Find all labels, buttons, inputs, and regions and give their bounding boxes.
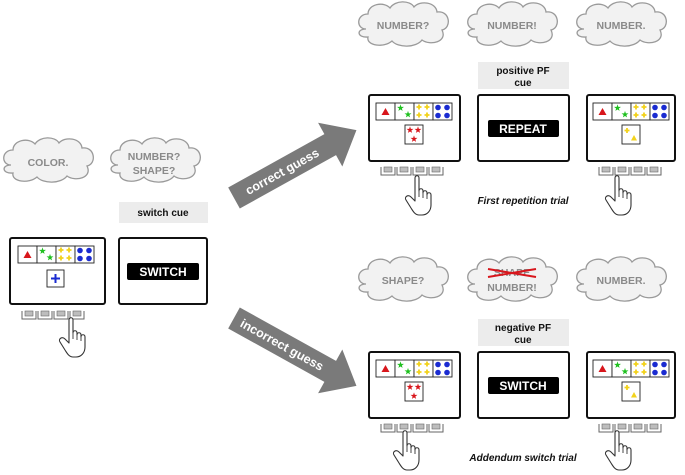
cue-word: SWITCH [499, 379, 546, 393]
cloud-text: COLOR. [28, 157, 69, 169]
top-cloud-3: NUMBER. [576, 1, 667, 47]
arrow-correct-guess: correct guess [228, 122, 357, 209]
cloud-text: NUMBER! [487, 282, 537, 294]
hand-pointer-icon [604, 175, 632, 216]
cloud-text-line-2: SHAPE? [133, 165, 176, 177]
left-stimulus-screen [9, 237, 106, 305]
hand-pointer-icon [604, 430, 632, 471]
top-stimulus-screen-1 [368, 94, 461, 162]
bottom-cloud-1: SHAPE? [358, 256, 449, 302]
left-thought-cloud-color: COLOR. [3, 137, 94, 183]
response-keys-icon [380, 166, 444, 176]
negative-pf-cue-panel: negative PF cue SWITCH [477, 319, 570, 419]
bottom-cloud-2: SHAPE NUMBER! [467, 256, 558, 302]
plus-icon [51, 274, 60, 283]
cue-label-line-1: positive PF [496, 66, 549, 77]
bottom-stimulus-screen-1 [368, 351, 461, 419]
cue-label-line-2: cue [514, 78, 532, 89]
hand-pointer-icon [58, 317, 86, 358]
response-keys-icon [598, 423, 662, 433]
top-cloud-2: NUMBER! [467, 1, 558, 47]
cue-label: switch cue [137, 208, 189, 219]
arrow-incorrect-guess: incorrect guess [228, 307, 357, 394]
top-stimulus-screen-2 [586, 94, 676, 162]
bottom-stimulus-screen-2 [586, 351, 676, 419]
cloud-text: NUMBER. [597, 20, 646, 32]
top-cloud-1: NUMBER? [358, 1, 449, 47]
response-keys-icon [380, 423, 444, 433]
cloud-text: SHAPE? [382, 275, 425, 287]
cloud-text-line-1: NUMBER? [128, 151, 181, 163]
cloud-text: NUMBER? [377, 20, 430, 32]
response-keys-icon [598, 166, 662, 176]
arrow-label: correct guess [243, 146, 322, 198]
arrow-label: incorrect guess [238, 316, 326, 373]
switch-cue-panel: switch cue SWITCH [118, 202, 208, 305]
trial-label: First repetition trial [477, 196, 568, 207]
left-thought-cloud-number-shape: NUMBER? SHAPE? [110, 137, 201, 183]
cross-out-mark [487, 268, 537, 278]
bottom-cloud-3: NUMBER. [576, 256, 667, 302]
cue-label-line-1: negative PF [495, 323, 551, 334]
hand-pointer-icon [392, 430, 420, 471]
positive-pf-cue-panel: positive PF cue REPEAT [477, 62, 570, 162]
cue-label-line-2: cue [514, 335, 532, 346]
cloud-text: NUMBER. [597, 275, 646, 287]
response-keys-icon [21, 310, 85, 320]
hand-pointer-icon [404, 175, 432, 216]
cue-word: SWITCH [139, 265, 186, 279]
cue-word: REPEAT [499, 122, 547, 136]
cloud-text: NUMBER! [487, 20, 537, 32]
trial-label: Addendum switch trial [468, 453, 576, 464]
